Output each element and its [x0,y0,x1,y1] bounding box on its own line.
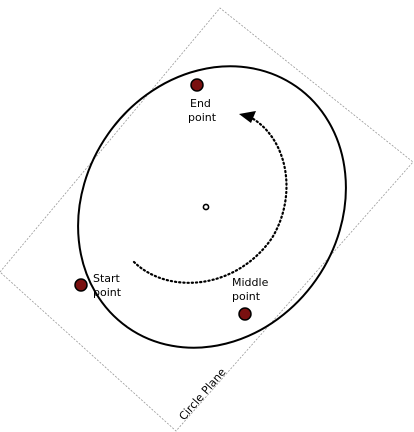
center-point [202,203,210,211]
arrowhead-icon [239,111,256,123]
circle-plane-label: Circle Plane [176,366,228,423]
circle-ellipse [77,65,347,349]
direction-arc [132,115,288,284]
middle-point-marker [238,307,252,321]
end-point-label-line1: End [190,97,211,110]
middle-point-label-line2: point [232,290,261,303]
middle-point-label-line1: Middle [232,276,269,289]
circle-plane-outline [0,7,414,432]
end-point-label-line2: point [188,111,217,124]
start-point-label-line2: point [93,286,122,299]
end-point-marker [190,78,204,92]
start-point-label-line1: Start [93,272,121,285]
start-point-marker [74,278,88,292]
